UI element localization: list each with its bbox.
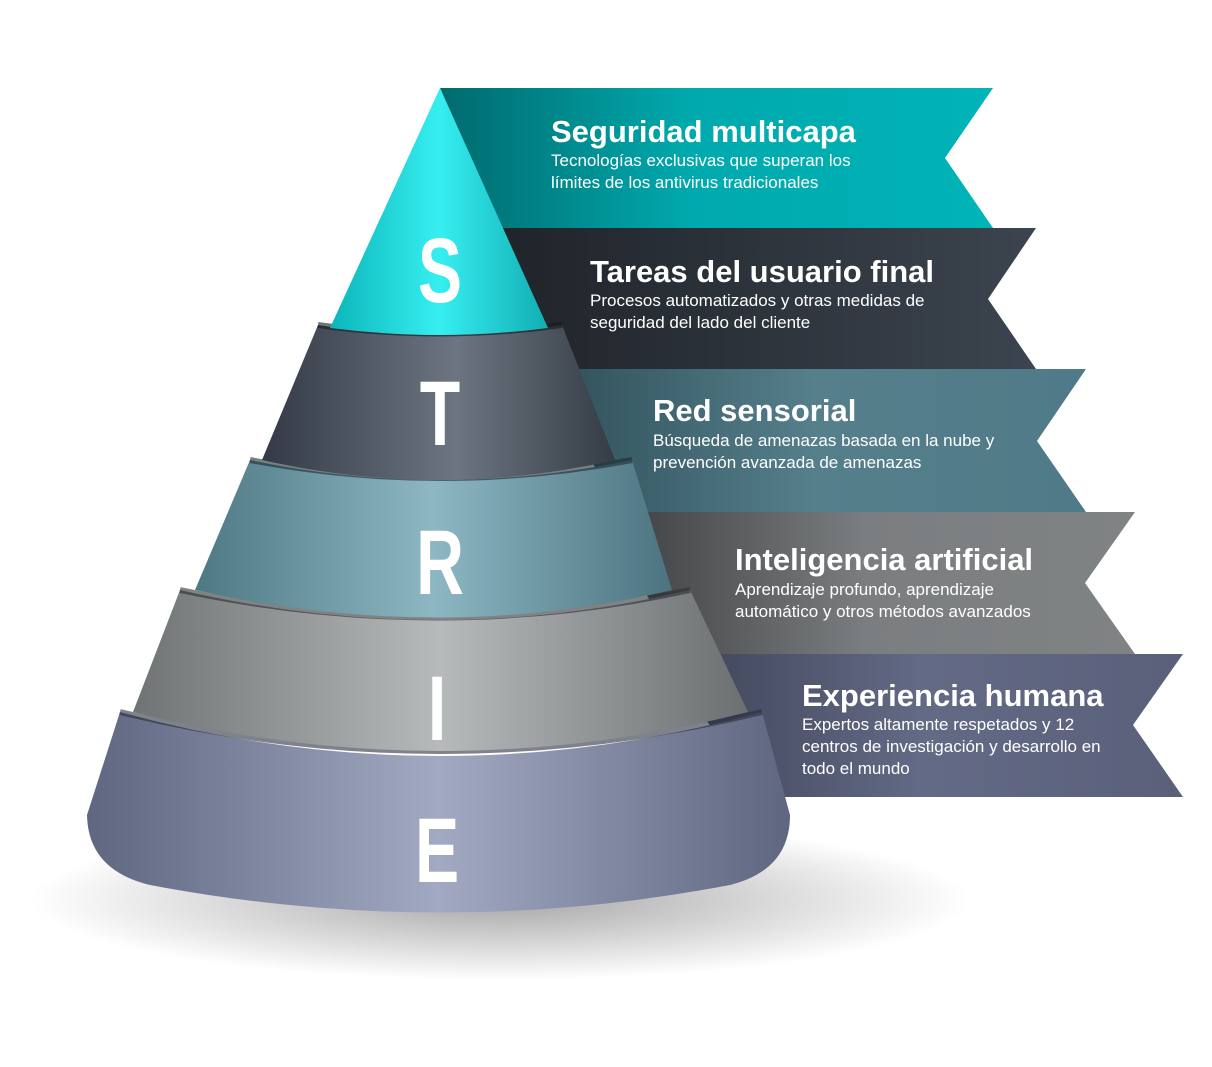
svg-text:Red sensorial: Red sensorial [653,393,856,428]
tier-s [330,88,548,335]
tier-e [87,709,790,913]
svg-text:todo el mundo: todo el mundo [802,759,910,778]
svg-text:Seguridad multicapa: Seguridad multicapa [551,114,857,149]
svg-text:Aprendizaje profundo, aprendiz: Aprendizaje profundo, aprendizaje [735,580,994,599]
svg-text:centros de investigación y des: centros de investigación y desarrollo en [802,737,1101,756]
banner-tareas-usuario-final: Tareas del usuario final Procesos automa… [480,228,1036,369]
svg-text:automático y otros métodos ava: automático y otros métodos avanzados [735,602,1031,621]
svg-text:Búsqueda de amenazas basada en: Búsqueda de amenazas basada en la nube y [653,431,995,450]
svg-text:Tareas del usuario final: Tareas del usuario final [590,254,934,289]
banner-seguridad-multicapa: Seguridad multicapa Tecnologías exclusiv… [440,88,993,228]
svg-text:Tecnologías exclusivas que sup: Tecnologías exclusivas que superan los [551,151,851,170]
letter-i: I [428,656,446,759]
letter-r: R [416,510,464,613]
letter-e: E [415,798,459,901]
banner-experiencia-humana: Experiencia humana Expertos altamente re… [660,654,1183,797]
svg-text:seguridad del lado del cliente: seguridad del lado del cliente [590,313,810,332]
svg-text:Inteligencia artificial: Inteligencia artificial [735,542,1033,577]
svg-text:Expertos altamente respetados: Expertos altamente respetados y 12 [802,715,1074,734]
svg-text:límites de los antivirus tradi: límites de los antivirus tradicionales [551,173,818,192]
letter-t: T [420,361,460,464]
letter-s: S [418,218,462,321]
svg-text:Experiencia humana: Experiencia humana [802,678,1104,713]
svg-text:prevención avanzada de amenaza: prevención avanzada de amenazas [653,453,921,472]
banner-inteligencia-artificial: Inteligencia artificial Aprendizaje prof… [600,512,1135,654]
svg-text:Procesos automatizados y otras: Procesos automatizados y otras medidas d… [590,291,925,310]
banner-red-sensorial: Red sensorial Búsqueda de amenazas basad… [540,369,1086,512]
